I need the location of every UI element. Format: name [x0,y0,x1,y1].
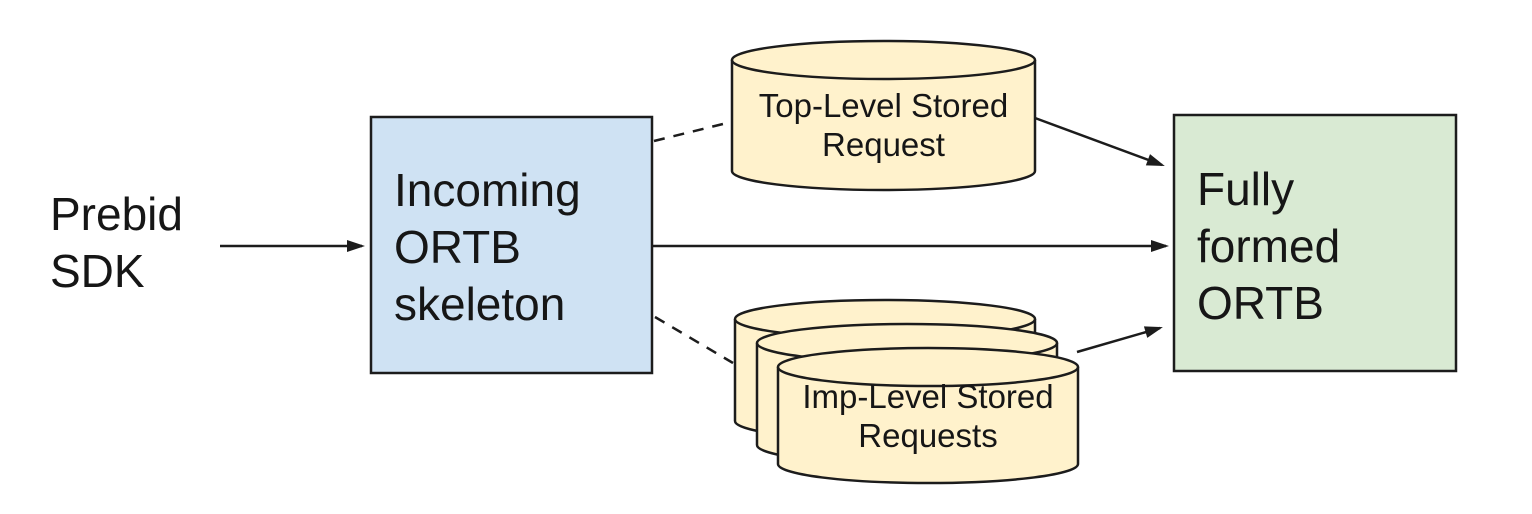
edge-impstored-to-fully-arrow [1076,326,1163,354]
top-level-stored-cylinder-body [730,60,1037,192]
incoming-ortb-box [369,115,654,375]
fully-formed-ortb-box [1172,113,1458,373]
edge-incoming-to-impstored-dashed [654,315,734,365]
edge-incoming-to-topstored-dashed [653,120,732,143]
top-level-stored-cylinder [730,39,1037,192]
imp-level-cylinder-front-top [776,346,1080,388]
imp-level-cylinder-front-body [776,367,1080,485]
imp-level-stored-cylinder-stack [733,298,1080,485]
edge-topstored-to-fully-arrow [1034,116,1165,167]
top-level-stored-cylinder-top [730,39,1037,81]
imp-level-cylinder-front [776,346,1080,485]
